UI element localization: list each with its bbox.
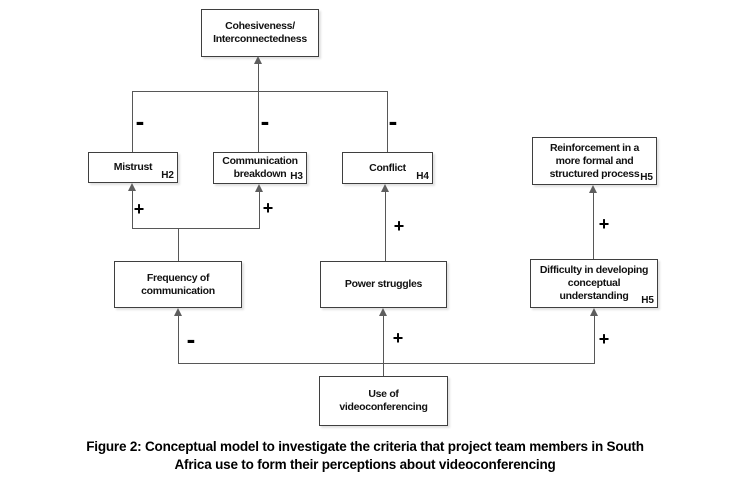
arrowhead-into-cohesiveness-icon xyxy=(254,56,262,64)
edge-line-to-mistrust xyxy=(132,189,133,228)
hypothesis-tag: H3 xyxy=(290,171,303,182)
figure-caption-line: Africa use to form their perceptions abo… xyxy=(174,457,556,472)
node-label-line: Power struggles xyxy=(344,278,423,290)
edge-line-top-bus xyxy=(132,91,388,92)
edge-line-from-frequency xyxy=(178,228,179,261)
edge-sign: - xyxy=(388,106,398,136)
node-label-line: structured process xyxy=(549,167,640,180)
node-label-line: Reinforcement in a xyxy=(549,141,640,154)
node-label-line: Difficulty in developing xyxy=(539,264,649,276)
edge-sign: + xyxy=(393,216,405,236)
edge-line-frequency-bus xyxy=(132,228,260,229)
edge-sign: + xyxy=(598,329,610,349)
node-label-line: conceptual xyxy=(567,277,621,289)
node-difficulty-conceptual-understanding: Difficulty in developing conceptual unde… xyxy=(530,259,658,308)
edge-line-difficulty-to-reinforcement xyxy=(593,191,594,259)
edge-line-power-to-conflict xyxy=(385,190,386,261)
node-label-line: Cohesiveness/ xyxy=(225,20,295,32)
edge-line-from-use xyxy=(383,363,384,376)
node-label-line: Use of xyxy=(368,388,399,400)
node-label-line: Mistrust xyxy=(113,161,153,173)
node-reinforcement: Reinforcement in a more formal and struc… xyxy=(532,137,657,185)
arrowhead-into-power-icon xyxy=(379,308,387,316)
edge-sign: + xyxy=(392,328,404,348)
edge-line-mistrust-branch xyxy=(132,91,133,152)
edge-line-to-frequency xyxy=(178,314,179,363)
edge-sign: - xyxy=(260,106,270,136)
hypothesis-tag: H4 xyxy=(416,171,429,182)
edge-line-use-bus xyxy=(178,363,595,364)
node-mistrust: Mistrust H2 xyxy=(88,152,178,183)
node-label-line: Frequency of xyxy=(146,271,210,284)
node-label-line: Interconnectedness xyxy=(213,33,307,45)
node-label-line: videoconferencing xyxy=(339,401,428,413)
edge-line-to-breakdown xyxy=(259,190,260,228)
node-label-line: communication xyxy=(141,284,215,297)
arrowhead-into-conflict-icon xyxy=(381,184,389,192)
edge-line-breakdown-branch xyxy=(258,91,259,152)
hypothesis-tag: H5 xyxy=(640,172,653,183)
edge-line-to-difficulty xyxy=(594,314,595,363)
edge-line-to-cohesiveness xyxy=(258,61,259,91)
edge-line-conflict-branch xyxy=(387,91,388,152)
arrowhead-into-breakdown-icon xyxy=(255,184,263,192)
figure-caption: Figure 2: Conceptual model to investigat… xyxy=(0,438,730,474)
node-communication-breakdown: Communication breakdown H3 xyxy=(213,152,307,184)
node-frequency-of-communication: Frequency of communication xyxy=(114,261,242,308)
edge-sign: + xyxy=(133,199,145,219)
node-label-line: Conflict xyxy=(369,161,406,174)
node-label-line: more formal and xyxy=(555,154,634,167)
edge-line-to-power xyxy=(383,314,384,363)
arrowhead-into-frequency-icon xyxy=(174,308,182,316)
node-label-line: Communication xyxy=(222,155,298,167)
arrowhead-into-mistrust-icon xyxy=(128,183,136,191)
node-label-line: understanding xyxy=(559,290,629,302)
hypothesis-tag: H2 xyxy=(161,170,174,181)
node-cohesiveness: Cohesiveness/ Interconnectedness xyxy=(201,9,319,57)
node-power-struggles: Power struggles xyxy=(320,261,447,308)
node-conflict: Conflict H4 xyxy=(342,152,433,184)
edge-sign: - xyxy=(186,324,196,354)
arrowhead-into-reinforcement-icon xyxy=(589,185,597,193)
node-use-of-videoconferencing: Use of videoconferencing xyxy=(319,376,448,426)
hypothesis-tag: H5 xyxy=(641,295,654,306)
figure-caption-line: Figure 2: Conceptual model to investigat… xyxy=(86,439,644,454)
edge-sign: - xyxy=(135,106,145,136)
edge-sign: + xyxy=(262,198,274,218)
arrowhead-into-difficulty-icon xyxy=(590,308,598,316)
edge-sign: + xyxy=(598,214,610,234)
node-label-line: breakdown xyxy=(233,168,287,180)
